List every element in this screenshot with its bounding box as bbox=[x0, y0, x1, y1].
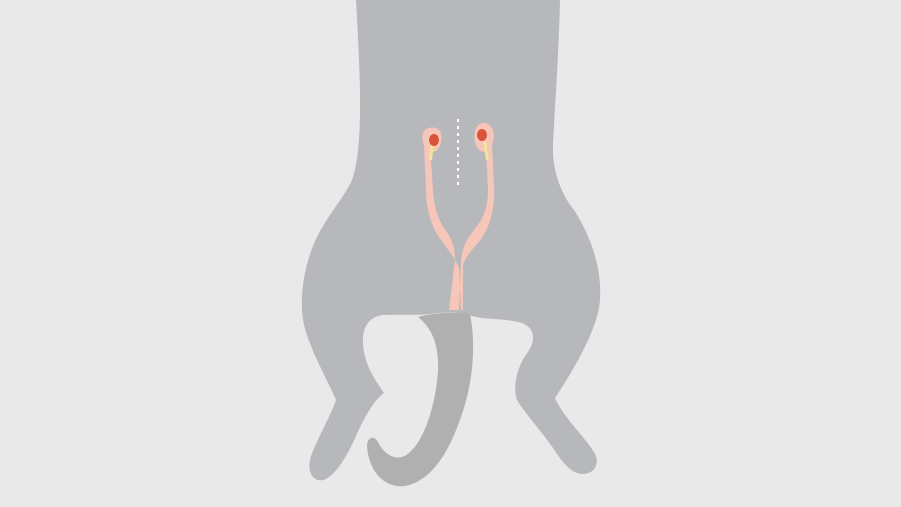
cat-tail bbox=[367, 312, 474, 487]
left-ovary-fat bbox=[429, 143, 434, 160]
left-ovary bbox=[429, 134, 439, 146]
right-ovary bbox=[477, 129, 487, 141]
uterus bbox=[424, 144, 495, 310]
right-ovary-fat bbox=[483, 141, 489, 160]
